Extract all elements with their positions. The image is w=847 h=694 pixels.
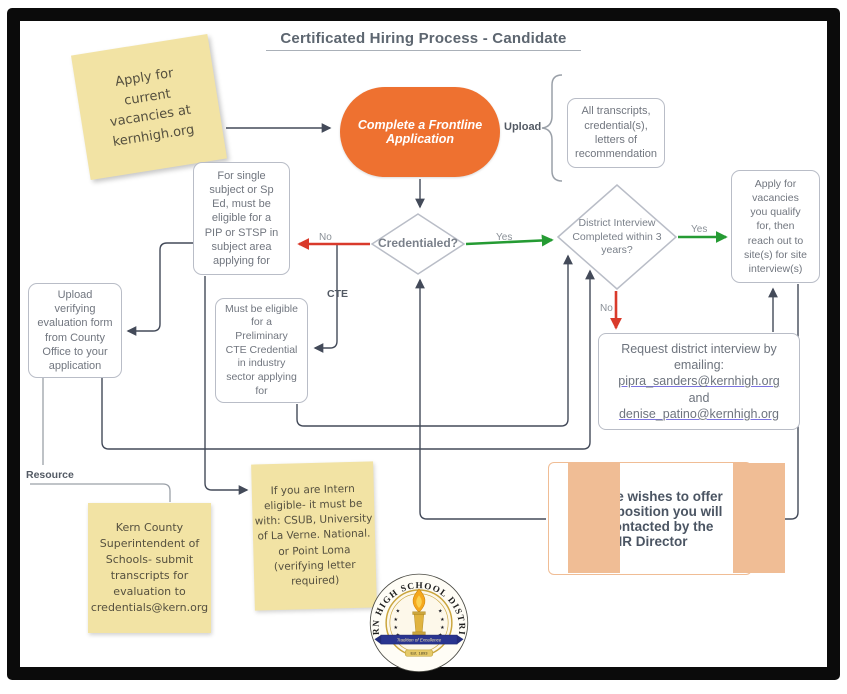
label-no-down: No — [600, 303, 613, 314]
single-subject-box: For single subject or Sp Ed, must be eli… — [193, 162, 290, 275]
edge-siteoffer-to-credentialed — [415, 278, 546, 520]
edge-apply-to-siteoffer — [756, 284, 799, 524]
apply-vacancies-box: Apply for vacancies you qualify for, the… — [731, 170, 820, 283]
request-interview-and: and — [688, 390, 710, 405]
khsd-seal-icon: KERN HIGH SCHOOL DISTRICT ★ ★ ★ ★ ★ ★ ★ … — [362, 564, 469, 673]
sticky-note-kern-county: Kern County Superintendent of Schools- s… — [88, 503, 211, 633]
credentialed-question: Credentialed? — [377, 236, 458, 250]
label-no-left: No — [319, 232, 332, 243]
svg-text:★: ★ — [438, 608, 443, 614]
seal-est: Est. 1893 — [404, 649, 434, 657]
request-interview-box: Request district interview by emailing: … — [598, 333, 800, 430]
label-yes-right: Yes — [496, 232, 513, 243]
sticky-note-intern: If you are Intern eligible- it must be w… — [251, 461, 377, 611]
start-node-frontline-application: Complete a Frontline Application — [340, 87, 500, 177]
svg-text:★: ★ — [394, 625, 399, 631]
edge-uploadeval-to-district — [101, 269, 595, 450]
credentialed-diamond — [370, 213, 466, 275]
district-interview-question: District Interview Completed within 3 ye… — [572, 217, 662, 257]
upload-docs-box: All transcripts, credential(s), letters … — [567, 98, 665, 168]
site-offer-left-bar — [568, 463, 620, 573]
site-offer-right-bar — [733, 463, 785, 573]
request-interview-heading: Request district interview by emailing: — [621, 341, 777, 373]
svg-text:★: ★ — [394, 617, 399, 623]
svg-text:★: ★ — [396, 608, 401, 614]
district-interview-diamond — [556, 184, 678, 290]
svg-text:★: ★ — [440, 617, 445, 623]
page-title: Certificated Hiring Process - Candidate — [0, 30, 847, 51]
seal-banner-text: Tradition of Excellence — [397, 638, 442, 643]
edge-ctebox-to-district — [296, 254, 573, 427]
edge-credentialed-yes — [465, 234, 554, 247]
khsd-seal-logo: KERN HIGH SCHOOL DISTRICT ★ ★ ★ ★ ★ ★ ★ … — [362, 564, 472, 678]
seal-banner: Tradition of Excellence — [374, 634, 464, 645]
seal-est-text: Est. 1893 — [411, 651, 429, 656]
upload-evaluation-box: Upload verifying evaluation form from Co… — [28, 283, 122, 378]
edge-resource-to-kernsticky — [30, 483, 171, 502]
edge-cte-branch — [313, 244, 338, 353]
sticky-note-apply-vacancies: Apply for current vacancies at kernhigh.… — [70, 33, 228, 181]
torch-icon — [412, 588, 426, 636]
label-yes-far: Yes — [691, 224, 708, 235]
label-resource: Resource — [26, 469, 74, 481]
edge-single-to-internsticky — [204, 276, 249, 495]
email-link-pipra[interactable]: pipra_sanders@kernhigh.org — [618, 374, 780, 389]
cte-requirement-box: Must be eligible for a Preliminary CTE C… — [215, 298, 308, 403]
email-link-denise[interactable]: denise_patino@kernhigh.org — [618, 406, 780, 421]
label-cte: CTE — [327, 288, 348, 300]
svg-text:★: ★ — [440, 625, 445, 631]
edge-single-to-uploadeval — [126, 242, 193, 336]
upload-label: Upload — [504, 121, 542, 133]
upload-brace — [541, 74, 563, 182]
